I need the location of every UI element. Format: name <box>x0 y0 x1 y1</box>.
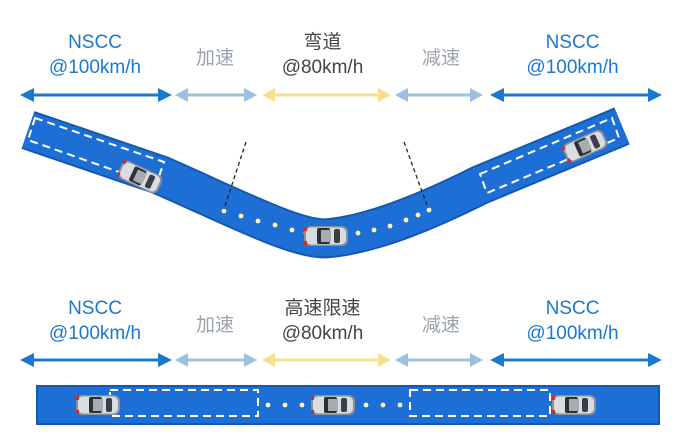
straight-right-label-line1: NSCC <box>545 298 600 319</box>
curve-left-label-line1: NSCC <box>68 32 122 53</box>
curve-middle-label-line1: 弯道 <box>303 32 342 53</box>
curve-car-middle <box>304 226 348 246</box>
straight-car-left <box>76 395 120 415</box>
straight-accel-label: 加速 <box>175 313 255 338</box>
straight-car-right <box>552 395 596 415</box>
straight-middle-label-line1: 高速限速 <box>284 298 361 319</box>
curve-center-dots <box>221 207 432 236</box>
straight-left-lane-box <box>109 389 259 417</box>
straight-middle-label-line2: @80km/h <box>281 323 364 344</box>
curve-middle-label-line2: @80km/h <box>281 57 364 78</box>
straight-right-label-line2: @100km/h <box>526 323 619 344</box>
curve-accel-marker <box>223 141 247 210</box>
curve-arrows <box>20 88 662 102</box>
curve-right-label-line1: NSCC <box>545 32 600 53</box>
curve-middle-arrow <box>262 88 391 102</box>
straight-car-middle <box>311 395 355 415</box>
curved-road <box>21 107 630 259</box>
straight-right-label: NSCC @100km/h <box>495 296 650 346</box>
straight-arrows <box>20 353 662 367</box>
straight-decel-label-line1: 减速 <box>421 315 460 336</box>
curve-decel-marker <box>403 141 429 209</box>
curve-right-label: NSCC @100km/h <box>495 30 650 80</box>
straight-road <box>36 385 660 425</box>
straight-accel-arrow <box>175 353 257 367</box>
curve-decel-label-line1: 减速 <box>421 48 460 69</box>
curve-left-arrow <box>20 88 172 102</box>
curve-right-lane-box <box>478 116 621 195</box>
curve-right-arrow <box>490 88 662 102</box>
curve-accel-arrow <box>175 88 257 102</box>
straight-decel-label: 减速 <box>396 313 486 338</box>
straight-right-lane-box <box>409 389 551 417</box>
straight-left-label: NSCC @100km/h <box>20 296 170 346</box>
curve-right-label-line2: @100km/h <box>526 57 619 78</box>
straight-middle-arrow <box>262 353 391 367</box>
curve-left-label: NSCC @100km/h <box>20 30 170 80</box>
straight-left-arrow <box>20 353 172 367</box>
straight-accel-label-line1: 加速 <box>195 315 234 336</box>
curve-decel-arrow <box>395 88 483 102</box>
curve-left-label-line2: @100km/h <box>48 57 142 78</box>
straight-center-dots <box>265 402 403 408</box>
curve-accel-label-line1: 加速 <box>195 48 234 69</box>
straight-decel-arrow <box>395 353 483 367</box>
straight-middle-label: 高速限速 @80km/h <box>255 296 390 346</box>
straight-left-label-line2: @100km/h <box>48 323 142 344</box>
curve-middle-label: 弯道 @80km/h <box>255 30 390 80</box>
straight-right-arrow <box>490 353 662 367</box>
curve-decel-label: 减速 <box>396 46 486 71</box>
straight-left-label-line1: NSCC <box>68 298 122 319</box>
curve-accel-label: 加速 <box>175 46 255 71</box>
